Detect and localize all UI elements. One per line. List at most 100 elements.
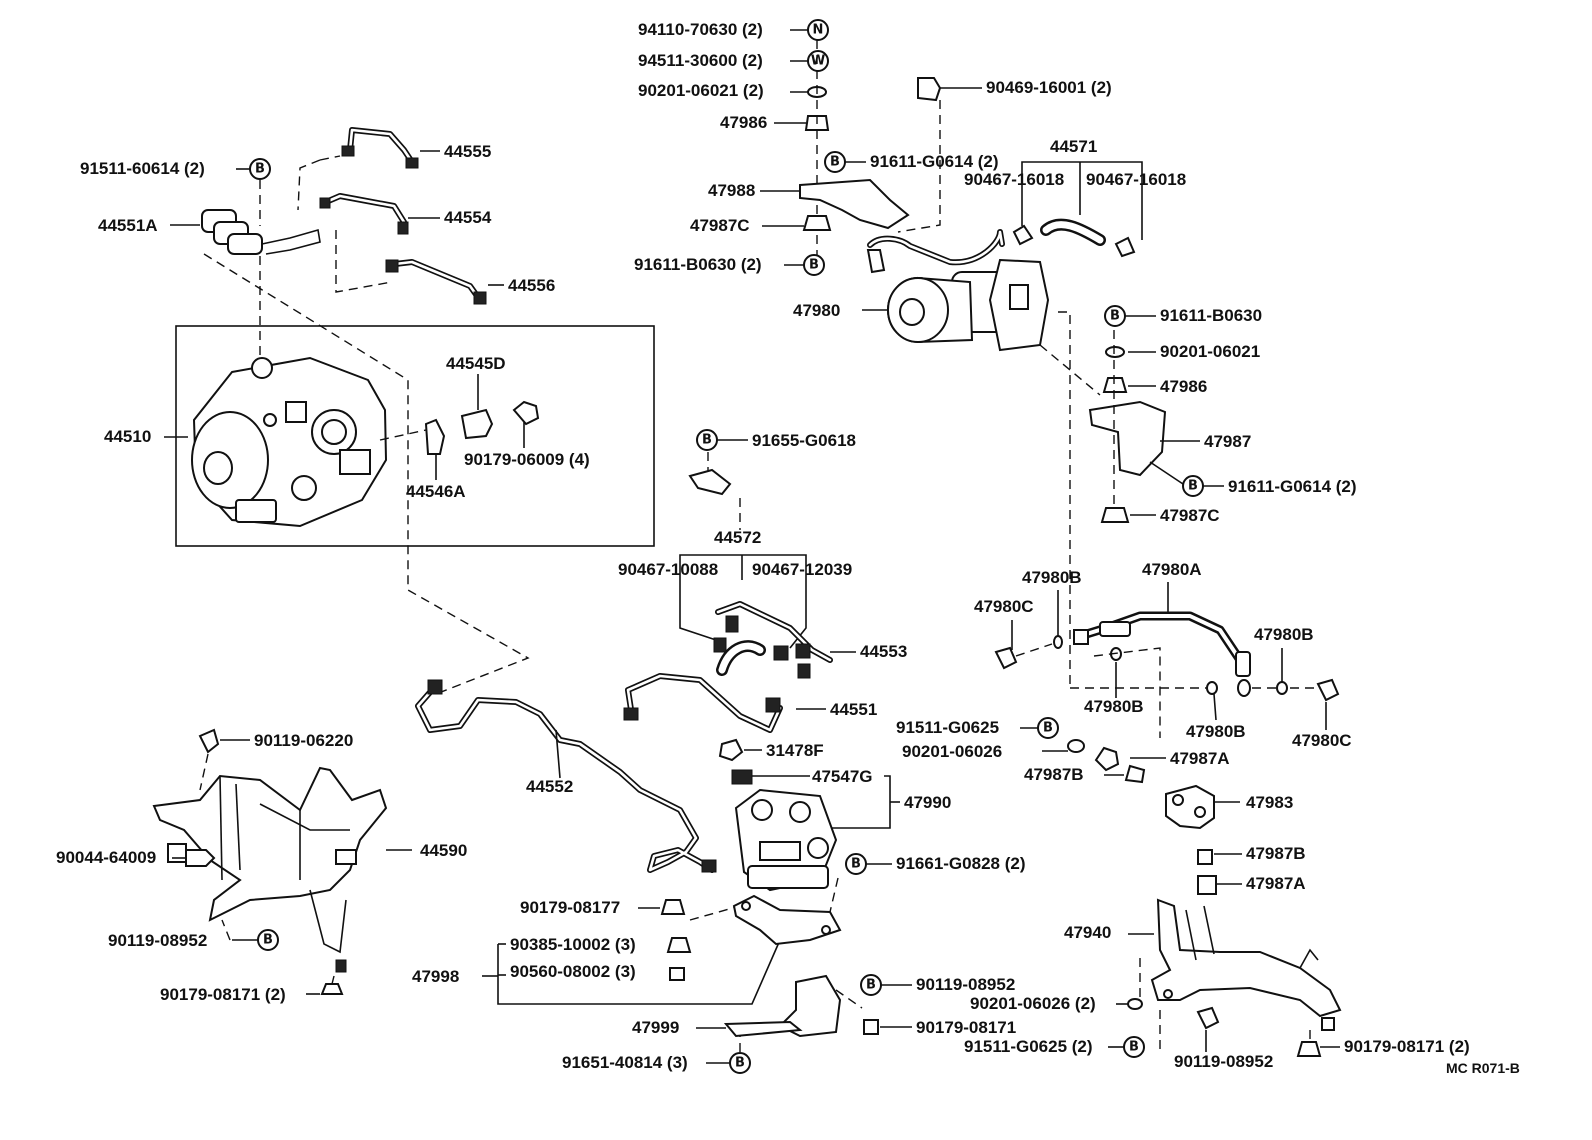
label-44590: 44590 bbox=[420, 841, 467, 860]
svg-text:B: B bbox=[1110, 309, 1120, 324]
bolt-icon bbox=[1196, 1006, 1220, 1030]
label-90467-16018-a: 90467-16018 bbox=[964, 170, 1064, 189]
svg-text:B: B bbox=[809, 258, 819, 273]
bracket-47988-icon bbox=[799, 178, 910, 230]
label-90179-08171-mid: 90179-08171 bbox=[916, 1018, 1016, 1037]
cushion-icon bbox=[1100, 507, 1130, 523]
collar-icon bbox=[1197, 849, 1213, 865]
label-44553: 44553 bbox=[860, 642, 907, 661]
label-47987: 47987 bbox=[1204, 432, 1251, 451]
bracket-47940-icon bbox=[1150, 898, 1342, 1031]
label-47940: 47940 bbox=[1064, 923, 1111, 942]
svg-text:B: B bbox=[735, 1056, 745, 1071]
label-90201-06021-2: 90201-06021 (2) bbox=[638, 81, 764, 100]
label-90467-16018-b: 90467-16018 bbox=[1086, 170, 1186, 189]
label-44571: 44571 bbox=[1050, 137, 1097, 156]
b-bolt-symbol-icon: B bbox=[1037, 717, 1059, 739]
bracket-47999-icon bbox=[778, 974, 842, 1038]
label-44555: 44555 bbox=[444, 142, 491, 161]
b-bolt-symbol-icon: B bbox=[845, 853, 867, 875]
actuator-box: 44510 44546A 44545D 90179-06009 (4) bbox=[104, 325, 655, 547]
bolt-90179-icon bbox=[512, 400, 540, 426]
washer-icon bbox=[1206, 681, 1218, 695]
nut-symbol-icon: N bbox=[807, 19, 829, 41]
svg-text:B: B bbox=[255, 162, 265, 177]
label-90119-08952-left: 90119-08952 bbox=[108, 931, 207, 950]
label-90201-06026-2: 90201-06026 (2) bbox=[970, 994, 1096, 1013]
svg-text:B: B bbox=[1188, 479, 1198, 494]
bleeder-47547G-icon bbox=[731, 769, 753, 785]
label-91511-60614: 91511-60614 (2) bbox=[80, 159, 205, 178]
label-90119-08952-mid: 90119-08952 bbox=[916, 975, 1015, 994]
label-47987A-low: 47987A bbox=[1246, 874, 1306, 893]
label-47980C-left: 47980C bbox=[974, 597, 1034, 616]
label-91611-B0630: 91611-B0630 bbox=[1160, 306, 1262, 325]
label-91611-B0630-2: 91611-B0630 (2) bbox=[634, 255, 762, 274]
top-left-tubes: 91511-60614 (2) B 44555 44554 44556 4455… bbox=[80, 127, 555, 695]
collar-icon bbox=[669, 967, 685, 981]
label-44552: 44552 bbox=[526, 777, 573, 796]
clip-90044-icon bbox=[185, 849, 216, 867]
label-91511-G0625-top: 91511-G0625 bbox=[896, 718, 999, 737]
label-47986-top: 47986 bbox=[720, 113, 767, 132]
diagram-code: MC R071-B bbox=[1446, 1060, 1520, 1076]
b-bolt-symbol-icon: B bbox=[249, 158, 271, 180]
svg-text:B: B bbox=[263, 933, 273, 948]
b-bolt-symbol-icon: B bbox=[824, 151, 846, 173]
label-47980B-top: 47980B bbox=[1022, 568, 1082, 587]
b-bolt-symbol-icon: B bbox=[729, 1052, 751, 1074]
label-91651: 91651-40814 (3) bbox=[562, 1053, 688, 1072]
label-44510: 44510 bbox=[104, 427, 151, 446]
label-90469: 90469-16001 (2) bbox=[986, 78, 1112, 97]
sensor-47983-icon bbox=[1165, 784, 1215, 830]
svg-text:W: W bbox=[811, 54, 825, 69]
label-94511: 94511-30600 (2) bbox=[638, 51, 763, 70]
label-91655: 91655-G0618 bbox=[752, 431, 856, 450]
sensor-47983-group: 91511-G0625 B 90201-06026 47987A 47987B … bbox=[896, 717, 1520, 1076]
label-90385: 90385-10002 (3) bbox=[510, 935, 636, 954]
label-44554: 44554 bbox=[444, 208, 492, 227]
clamp-90469-icon bbox=[917, 77, 942, 102]
pump-motor-assembly: 90469-16001 (2) 44571 90467-16018 90467-… bbox=[793, 77, 1186, 690]
label-90179-08171-left: 90179-08171 (2) bbox=[160, 985, 286, 1004]
label-47980: 47980 bbox=[793, 301, 840, 320]
cushion-icon bbox=[1094, 746, 1120, 772]
label-44551: 44551 bbox=[830, 700, 877, 719]
collar-icon bbox=[1124, 764, 1146, 784]
label-91661: 91661-G0828 (2) bbox=[896, 854, 1025, 873]
label-90560: 90560-08002 (3) bbox=[510, 962, 636, 981]
clip-icon bbox=[1114, 236, 1136, 258]
label-90119-06220: 90119-06220 bbox=[254, 731, 353, 750]
bracket-47987-icon bbox=[1088, 400, 1167, 477]
bracket-44590-group: 90119-06220 44590 90044-64009 90119-0895… bbox=[56, 728, 467, 1004]
b-bolt-symbol-icon: B bbox=[1182, 475, 1204, 497]
label-90467-10088: 90467-10088 bbox=[618, 560, 718, 579]
grommet-44546A-icon bbox=[424, 418, 446, 455]
label-90467-12039: 90467-12039 bbox=[752, 560, 852, 579]
label-47980B-low: 47980B bbox=[1186, 722, 1246, 741]
label-44546A: 44546A bbox=[406, 482, 466, 501]
svg-text:B: B bbox=[702, 433, 712, 448]
svg-text:B: B bbox=[1129, 1040, 1139, 1055]
label-47980B-right: 47980B bbox=[1254, 625, 1314, 644]
svg-text:B: B bbox=[866, 978, 876, 993]
label-47999: 47999 bbox=[632, 1018, 679, 1037]
bracket-icon bbox=[688, 468, 732, 496]
bracket-44590-icon bbox=[152, 766, 388, 954]
label-47987B-low: 47987B bbox=[1246, 844, 1306, 863]
b-bolt-symbol-icon: B bbox=[803, 254, 825, 276]
b-bolt-symbol-icon: B bbox=[1123, 1036, 1145, 1058]
b-bolt-symbol-icon: B bbox=[257, 929, 279, 951]
label-47987A-top: 47987A bbox=[1170, 749, 1230, 768]
cushion-icon bbox=[666, 937, 692, 953]
nut-icon bbox=[660, 899, 686, 915]
cushion-icon bbox=[1102, 377, 1128, 393]
washer-icon bbox=[1105, 346, 1125, 358]
label-44556: 44556 bbox=[508, 276, 555, 295]
bracket-47998-group: 90179-08177 90385-10002 (3) 47998 90560-… bbox=[412, 894, 1016, 1074]
label-90201-06021: 90201-06021 bbox=[1160, 342, 1260, 361]
label-47980B-mid: 47980B bbox=[1084, 697, 1144, 716]
label-44545D: 44545D bbox=[446, 354, 506, 373]
b-bolt-symbol-icon: B bbox=[696, 429, 718, 451]
